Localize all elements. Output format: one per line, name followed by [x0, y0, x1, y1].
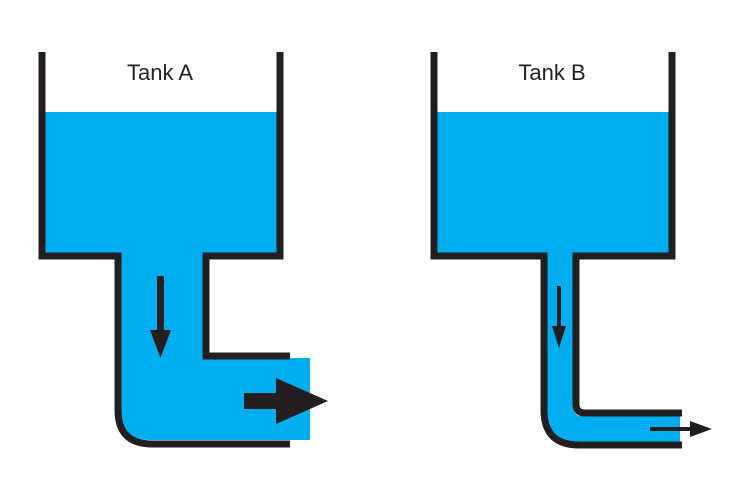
tank-b-label: Tank B	[518, 60, 585, 85]
tank-b: Tank B	[430, 52, 712, 449]
tank-a: Tank A	[38, 52, 328, 448]
tank-a-right-arrow	[244, 378, 328, 424]
tank-b-right-arrow	[650, 421, 712, 437]
tank-a-pipe-water	[120, 250, 310, 440]
tank-a-label: Tank A	[127, 60, 193, 85]
tank-a-down-arrow	[150, 276, 171, 358]
tank-b-down-arrow	[552, 286, 566, 348]
tank-a-water	[44, 112, 278, 254]
tank-b-water	[436, 112, 670, 254]
tank-a-outline	[38, 52, 290, 448]
tank-b-outline	[430, 52, 682, 449]
